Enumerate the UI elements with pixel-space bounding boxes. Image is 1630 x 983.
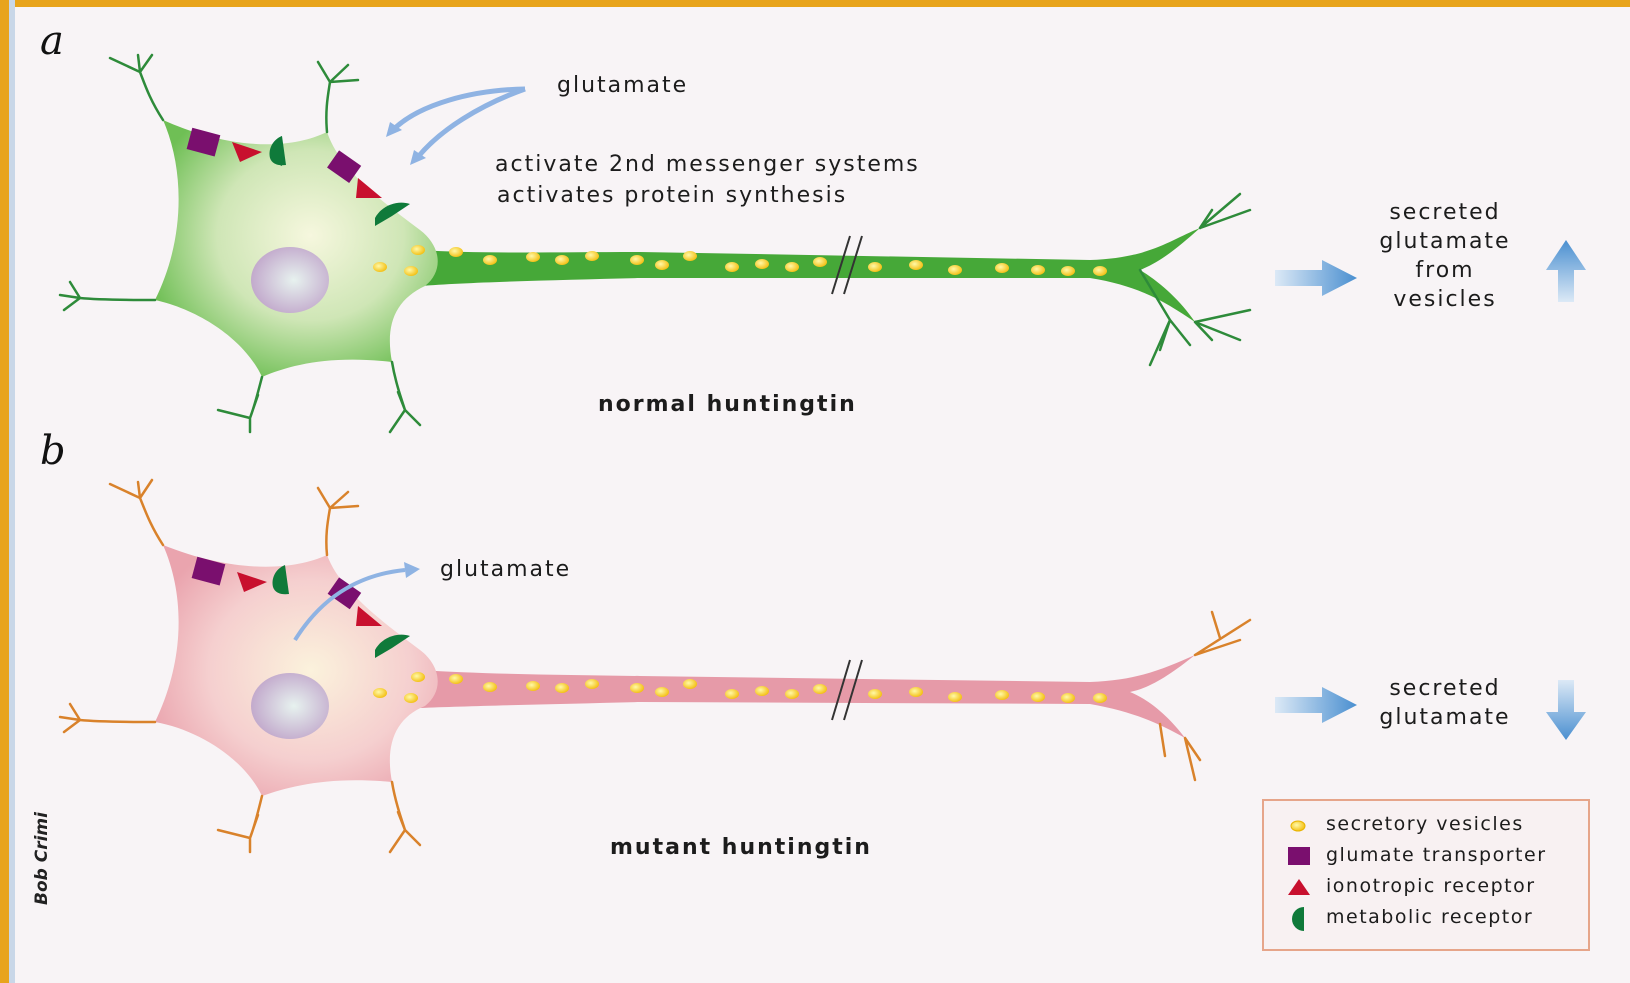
caption-mutant: mutant huntingtin — [610, 835, 872, 860]
vesicle-icon — [1284, 813, 1324, 839]
nucleus-mutant — [251, 673, 329, 739]
caption-normal: normal huntingtin — [598, 392, 857, 417]
secreted-line: vesicles — [1345, 285, 1545, 314]
artist-credit: Bob Crimi — [32, 812, 52, 905]
left-border-shade — [9, 0, 15, 983]
secreted-label-a: secreted glutamate from vesicles — [1345, 198, 1545, 314]
legend-item: ionotropic receptor — [1264, 875, 1588, 901]
legend-item: glumate transporter — [1264, 844, 1588, 870]
legend-item: metabolic receptor — [1264, 906, 1588, 932]
half-circle-icon — [1284, 906, 1324, 932]
nucleus-normal — [251, 247, 329, 313]
triangle-icon — [1284, 875, 1324, 901]
glutamate-label-a: glutamate — [557, 73, 688, 98]
secreted-line: glutamate — [1345, 227, 1545, 256]
secreted-label-b: secreted glutamate — [1345, 674, 1545, 732]
secreted-line: from — [1345, 256, 1545, 285]
left-border — [0, 0, 9, 983]
legend: secretory vesicles glumate transporter i… — [1262, 799, 1590, 951]
effect-line-1: activate 2nd messenger systems — [495, 152, 920, 177]
secreted-line: secreted — [1345, 198, 1545, 227]
top-border — [0, 0, 1630, 7]
secreted-line: glutamate — [1345, 703, 1545, 732]
panel-letter-a: a — [40, 18, 64, 64]
glutamate-label-b: glutamate — [440, 557, 571, 582]
legend-item: secretory vesicles — [1264, 813, 1588, 839]
secreted-line: secreted — [1345, 674, 1545, 703]
square-icon — [1284, 844, 1324, 870]
panel-letter-b: b — [40, 428, 66, 474]
effect-line-2: activates protein synthesis — [497, 183, 847, 208]
